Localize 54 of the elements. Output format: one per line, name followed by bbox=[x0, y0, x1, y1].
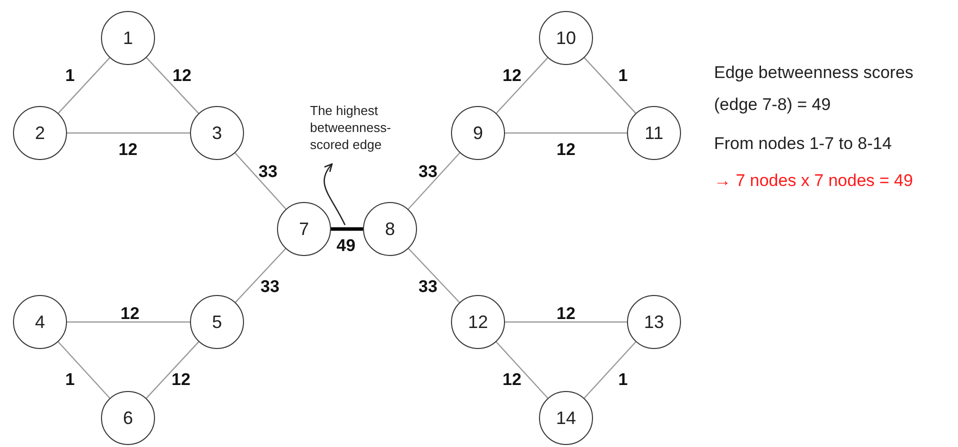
node-circle: 9 bbox=[451, 106, 505, 160]
edge-weight: 33 bbox=[260, 277, 280, 297]
node-circle: 12 bbox=[451, 295, 505, 349]
node-circle: 5 bbox=[190, 295, 244, 349]
node-circle: 6 bbox=[101, 391, 155, 445]
edge-weight: 33 bbox=[258, 162, 278, 182]
description-text: Edge betweenness scores bbox=[714, 63, 914, 83]
graph-edge bbox=[408, 248, 460, 303]
edge-weight: 33 bbox=[418, 277, 438, 297]
edge-weight: 12 bbox=[502, 66, 522, 86]
graph-edge bbox=[67, 132, 190, 134]
graph-edge bbox=[146, 57, 199, 114]
node-circle: 14 bbox=[539, 391, 593, 445]
graph-edge bbox=[496, 342, 548, 398]
edge-weight: 12 bbox=[502, 370, 522, 390]
node-circle: 4 bbox=[13, 295, 67, 349]
description-text: (edge 7-8) = 49 bbox=[714, 95, 831, 115]
node-circle: 8 bbox=[363, 202, 417, 256]
edge-weight: 33 bbox=[418, 162, 438, 182]
description-text: From nodes 1-7 to 8-14 bbox=[714, 134, 892, 154]
node-circle: 1 bbox=[101, 11, 155, 65]
edge-weight: 1 bbox=[618, 370, 628, 390]
graph-edge bbox=[235, 248, 286, 303]
graph-edge bbox=[146, 341, 200, 399]
graph-edge bbox=[234, 152, 286, 210]
edge-weight: 12 bbox=[172, 66, 192, 86]
graph-edge bbox=[67, 321, 190, 323]
leader-arrow bbox=[324, 163, 346, 226]
edge-weight: 12 bbox=[556, 304, 576, 324]
edge-weight: 1 bbox=[618, 66, 628, 86]
edge-weight: 12 bbox=[172, 370, 190, 390]
edge-weight: 49 bbox=[336, 236, 356, 256]
node-circle: 11 bbox=[627, 106, 681, 160]
edge-weight: 12 bbox=[556, 140, 576, 160]
graph-edge bbox=[58, 342, 110, 398]
graph-edge bbox=[58, 57, 110, 114]
graph-edge bbox=[408, 152, 460, 210]
graph-edge bbox=[584, 342, 636, 398]
edge-weight: 12 bbox=[120, 304, 140, 324]
node-circle: 7 bbox=[277, 202, 331, 256]
edge-weight: 1 bbox=[65, 370, 75, 390]
graph-edge bbox=[505, 321, 627, 323]
graph-edge bbox=[496, 57, 548, 114]
node-circle: 2 bbox=[13, 106, 67, 160]
edge-weight: 12 bbox=[118, 140, 138, 160]
graph-edge bbox=[331, 227, 363, 231]
graph-edge bbox=[584, 57, 636, 114]
formula-text: → 7 nodes x 7 nodes = 49 bbox=[714, 171, 913, 191]
edge-weight: 1 bbox=[65, 66, 75, 86]
annotation-text: The highest betweenness-scored edge bbox=[310, 102, 422, 153]
graph-edge bbox=[505, 132, 627, 134]
node-circle: 13 bbox=[627, 295, 681, 349]
node-circle: 10 bbox=[539, 11, 593, 65]
node-circle: 3 bbox=[190, 106, 244, 160]
